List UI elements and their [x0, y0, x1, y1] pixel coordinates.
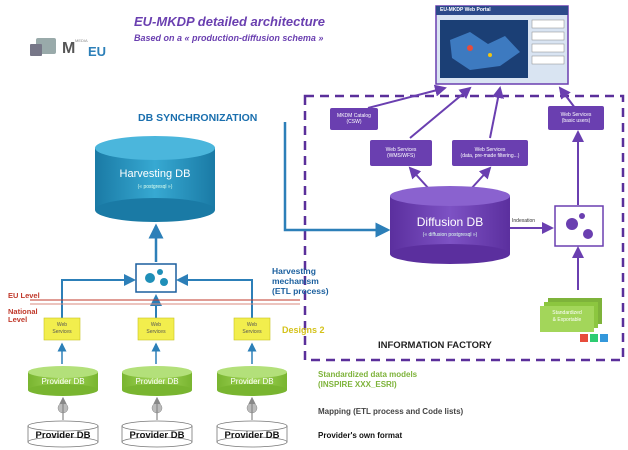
exports-line2: & Exportable: [552, 317, 582, 323]
arrow-wsmeta-portal: [409, 86, 472, 139]
own-format-note: Provider's own format: [318, 431, 403, 440]
provider-db-green-1: [28, 366, 98, 396]
harvesting-db-cylinder: [95, 136, 215, 222]
harvest-gears-icon: [135, 263, 177, 293]
harvesting-db-sub: (« postgresql »): [137, 184, 173, 190]
ws-users-box: Web Services (basic users): [548, 106, 604, 130]
provider-db-white-label-2: Provider DB: [129, 430, 185, 441]
ws1-line1: Web: [56, 322, 68, 328]
logo-small: MEDIA: [75, 38, 88, 43]
provider-db-green-2: [122, 366, 192, 396]
db-sync-label: DB SYNCHRONIZATION: [138, 112, 258, 124]
ws-data-box: Web Services (data, pre-made filtering..…: [452, 140, 528, 166]
mkdm-catalog-line2: (CSW): [346, 119, 362, 125]
harvesting-db-label: Harvesting DB: [119, 168, 191, 180]
arrow-wsdata-portal: [489, 86, 504, 139]
web-portal-title: EU-MKDP Web Portal: [440, 7, 491, 13]
web-services-box-3: [233, 317, 271, 341]
web-services-box-2: [137, 317, 175, 341]
provider-db-green-label-1: Provider DB: [41, 377, 85, 386]
arrow-catalog-portal: [367, 84, 447, 109]
page-title: EU-MKDP detailed architecture: [134, 14, 325, 29]
ws1-line2: Services: [52, 329, 72, 335]
standardized-note-line2: (INSPIRE XXX_ESRI): [318, 380, 397, 389]
designs-label: Designs 2: [282, 325, 325, 335]
provider-db-white-label-3: Provider DB: [224, 430, 280, 441]
arrow-ws3-gear: [176, 274, 253, 318]
ws2-line2: Services: [146, 329, 166, 335]
indexer-gears-icon: [554, 205, 604, 247]
diffusion-db-sub: (« diffusion postgresql »): [422, 232, 478, 238]
logo-eu: EU: [88, 44, 107, 59]
ws-metadata-line1: Web Services: [385, 147, 417, 153]
provider-db-white-1: [27, 420, 99, 448]
arrow-ws1-gear: [61, 274, 136, 318]
provider-db-white-3: [216, 420, 288, 448]
arrow-wsusers-portal: [558, 86, 576, 109]
logo: [30, 38, 56, 56]
diffusion-db-label: Diffusion DB: [416, 215, 484, 229]
provider-db-green-label-2: Provider DB: [135, 377, 179, 386]
provider-db-green-3: [217, 366, 287, 396]
ws2-line1: Web: [150, 322, 162, 328]
provider-db-green-label-3: Provider DB: [230, 377, 274, 386]
mapping-note: Mapping (ETL process and Code lists): [318, 407, 464, 416]
mkdm-catalog-line1: MKDM Catalog: [337, 113, 371, 119]
web-services-box-1: [43, 317, 81, 341]
ws-data-line2: (data, pre-made filtering...): [460, 153, 520, 159]
harvesting-mechanism-line2: mechanism: [272, 276, 319, 286]
ws-users-line1: Web Services: [560, 112, 592, 118]
mkdm-catalog-box: MKDM Catalog (CSW): [330, 108, 378, 130]
provider-db-white-2: [121, 420, 193, 448]
web-portal-screenshot: [435, 5, 569, 85]
ws3-line1: Web: [246, 322, 258, 328]
harvesting-mechanism-line1: Harvesting: [272, 266, 316, 276]
eu-level-label: EU Level: [8, 291, 40, 300]
national-level-line2: Level: [8, 315, 28, 324]
export-documents: [540, 298, 608, 342]
diffusion-db-cylinder: [390, 186, 510, 264]
ws3-line2: Services: [242, 329, 262, 335]
ws-data-line1: Web Services: [474, 147, 506, 153]
page-subtitle: Based on a « production-diffusion schema…: [134, 33, 324, 43]
exports-line1: Standardized: [552, 310, 582, 316]
ws-metadata-box: Web Services (WMS/WFS): [370, 140, 432, 166]
national-level-line1: National: [8, 307, 38, 316]
arrow-diff-wsmeta: [408, 166, 431, 191]
provider-db-white-label-1: Provider DB: [35, 430, 91, 441]
indexation-label: Indexation: [512, 218, 536, 224]
arrow-diff-wsdata: [469, 166, 492, 191]
standardized-note-line1: Standardized data models: [318, 370, 418, 379]
logo-m: M: [62, 40, 76, 57]
harvesting-mechanism-line3: (ETL process): [272, 286, 329, 296]
information-factory-label: INFORMATION FACTORY: [378, 340, 492, 351]
ws-metadata-line2: (WMS/WFS): [386, 153, 416, 159]
ws-users-line2: (basic users): [561, 118, 591, 124]
arrow-db-sync: [283, 122, 391, 238]
